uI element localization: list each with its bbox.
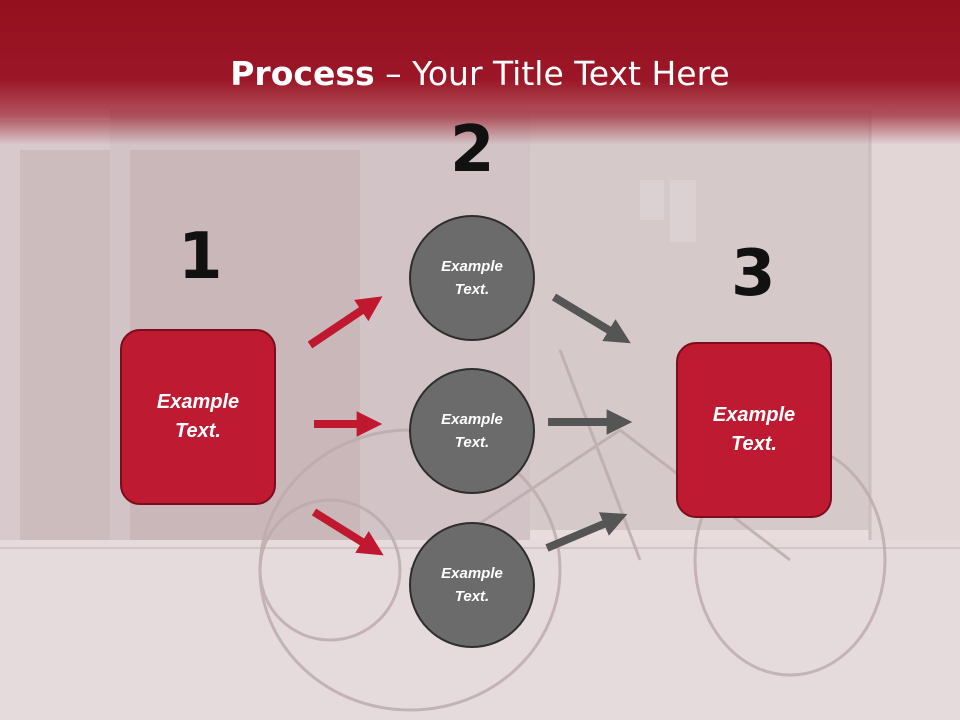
circle-1-line-2: Text. (454, 281, 490, 298)
arrow-from-circle-3 (545, 512, 628, 552)
process-circle-3: Example Text. (409, 522, 535, 648)
step-number-3: 3 (731, 237, 776, 311)
circle-3-line-1: Example (441, 565, 503, 582)
process-circle-2: Example Text. (409, 368, 535, 494)
start-box-line-1: Example (156, 391, 240, 413)
arrow-from-circle-1 (551, 293, 631, 344)
step-number-1: 1 (178, 220, 223, 294)
arrow-to-circle-3 (311, 508, 384, 556)
end-box-line-1: Example (712, 404, 796, 426)
end-box-line-2: Text. (731, 433, 777, 455)
start-box-line-2: Text. (175, 420, 221, 442)
step-number-2: 2 (450, 113, 495, 187)
circle-2-line-2: Text. (454, 434, 490, 451)
title-banner (0, 0, 960, 145)
process-circle-1: Example Text. (409, 215, 535, 341)
circle-1-line-1: Example (441, 258, 503, 275)
title-bold: Process (230, 54, 375, 93)
circle-2-line-1: Example (441, 411, 503, 428)
circle-3-line-2: Text. (454, 588, 490, 605)
end-box: Example Text. (676, 342, 832, 518)
slide-title: Process – Your Title Text Here (0, 52, 960, 96)
title-rest: – Your Title Text Here (374, 54, 730, 93)
arrow-to-circle-1 (307, 296, 383, 349)
start-box: Example Text. (120, 329, 276, 505)
